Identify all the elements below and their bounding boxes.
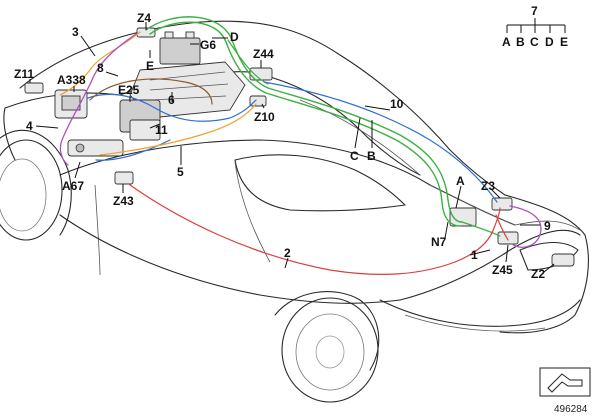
reference-number: 496284 [554,404,588,415]
cables [59,16,542,275]
callout-labels: Z4 D 3 G6 E Z44 Z11 A338 8 E25 6 10 Z10 … [14,11,551,281]
label-z3: Z3 [481,179,495,193]
legend-letter-b: B [516,35,525,49]
cable-brown [89,78,213,105]
label-z44: Z44 [253,47,274,61]
label-1: 1 [471,248,478,262]
label-10: 10 [390,97,404,111]
legend-number: 7 [531,4,538,18]
components [24,27,575,267]
legend-letter-a: A [502,35,511,49]
cable-purple-front [59,33,137,166]
legend-tree: 7 A B C D E [502,4,568,49]
legend-letter-c: C [530,35,539,49]
label-11: 11 [155,123,168,137]
label-z43: Z43 [113,194,134,208]
label-a67: A67 [62,179,84,193]
label-5: 5 [177,165,184,179]
arrow-frame-icon [539,367,591,397]
car-body-outline [0,20,589,403]
cable-blue-front [87,93,257,122]
label-2: 2 [284,246,291,260]
label-6: 6 [168,93,175,107]
label-b: B [367,149,376,163]
connector-z11 [24,82,44,94]
connector-z10 [249,95,267,107]
label-e25: E25 [118,83,140,97]
label-8: 8 [97,61,104,75]
label-n7: N7 [431,235,447,249]
label-9: 9 [544,219,551,233]
connector-z45 [497,231,519,245]
label-c: C [350,149,359,163]
label-a338: A338 [57,73,86,87]
component-11 [129,119,161,141]
label-z11: Z11 [14,67,34,81]
label-z4: Z4 [137,11,151,25]
label-z10: Z10 [254,110,275,124]
label-g6: G6 [200,38,216,52]
cable-purple-rear [509,205,542,248]
label-z2: Z2 [531,267,545,281]
connector-z43 [114,171,134,185]
leader-lines [29,22,555,273]
legend-letter-d: D [545,35,554,49]
label-e-top: E [146,59,154,73]
label-3: 3 [72,25,79,39]
label-4: 4 [26,119,33,133]
label-a-right: A [456,174,465,188]
cable-green-z45 [461,221,501,237]
legend-letter-e: E [560,35,568,49]
cable-red-2 [129,184,501,275]
label-d: D [230,30,239,44]
cable-green-c [145,16,463,223]
label-z45: Z45 [492,263,513,277]
module-n7 [449,207,477,227]
cable-green-b [149,21,461,227]
battery-g6 [159,37,201,65]
connector-z2 [551,253,575,267]
cable-blue-10 [263,81,498,203]
